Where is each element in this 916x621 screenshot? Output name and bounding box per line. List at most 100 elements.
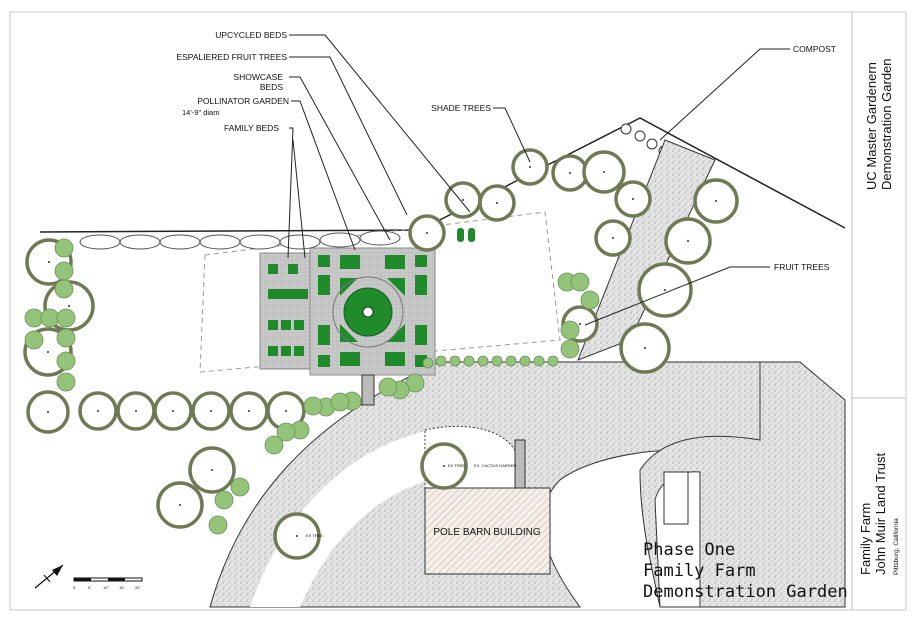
fruit-tree bbox=[505, 355, 517, 367]
label-pollinator-garden: POLLINATOR GARDEN bbox=[197, 96, 289, 106]
label-pole-barn: POLE BARN BUILDING bbox=[433, 527, 540, 538]
fruit-tree bbox=[56, 351, 76, 371]
label-compost: COMPOST bbox=[793, 44, 836, 54]
label-ex-tree-1: EX TREE bbox=[448, 463, 465, 468]
side-site-line3: Pittsburg, California bbox=[893, 518, 900, 575]
tree-center-dot bbox=[426, 232, 428, 234]
fruit-tree bbox=[56, 372, 76, 392]
label-fruit-trees: FRUIT TREES bbox=[774, 262, 830, 272]
side-org-line1: UC Master Gardenern bbox=[864, 62, 879, 190]
fruit-tree bbox=[214, 490, 234, 510]
fruit-tree bbox=[54, 279, 74, 299]
upcycled-beds bbox=[457, 228, 475, 242]
label-ex-tree-2: EX TREE bbox=[306, 533, 323, 538]
tree-center-dot bbox=[644, 347, 646, 349]
gate bbox=[663, 471, 689, 525]
fruit-tree bbox=[435, 355, 447, 367]
scale-bar: 0' 5' 10' 15' 20' bbox=[73, 577, 143, 590]
fruit-tree bbox=[560, 339, 580, 359]
tree-center-dot bbox=[210, 410, 212, 412]
side-org-line2: Demonstration Garden bbox=[879, 58, 894, 190]
fruit-tree bbox=[570, 272, 590, 292]
fruit-tree bbox=[533, 355, 545, 367]
fruit-tree bbox=[449, 355, 461, 367]
fruit-tree bbox=[276, 422, 296, 442]
tree-center-dot bbox=[569, 172, 571, 174]
fruit-tree bbox=[560, 320, 580, 340]
fruit-tree bbox=[56, 328, 76, 348]
tree-center-dot bbox=[179, 504, 181, 506]
tree-center-dot bbox=[443, 465, 445, 467]
fruit-tree bbox=[519, 355, 531, 367]
fruit-tree bbox=[547, 355, 559, 367]
showcase-beds bbox=[318, 255, 427, 367]
scale-tick-15: 15' bbox=[119, 585, 124, 590]
side-site-line2: John Muir Land Trust bbox=[873, 452, 888, 575]
fruit-tree bbox=[54, 238, 74, 258]
tree-center-dot bbox=[529, 166, 531, 168]
fruit-tree bbox=[24, 308, 44, 328]
label-pollinator-diam: 14'-9" diam bbox=[182, 108, 219, 117]
tree-center-dot bbox=[715, 200, 717, 202]
north-arrow-icon bbox=[34, 564, 64, 589]
title-family-farm: Family Farm bbox=[643, 561, 756, 581]
label-family-beds: FAMILY BEDS bbox=[224, 123, 279, 133]
callout-leaders bbox=[287, 34, 790, 326]
tree-center-dot bbox=[664, 289, 666, 291]
fruit-tree bbox=[330, 392, 350, 412]
tree-center-dot bbox=[612, 237, 614, 239]
fruit-tree bbox=[463, 355, 475, 367]
fruit-trees bbox=[24, 238, 600, 535]
side-site-line1: Family Farm bbox=[858, 503, 873, 575]
fruit-tree bbox=[580, 290, 600, 310]
title-phase-one: Phase One bbox=[643, 540, 735, 560]
tree-center-dot bbox=[687, 240, 689, 242]
family-beds bbox=[268, 264, 308, 356]
tree-center-dot bbox=[47, 411, 49, 413]
tree-center-dot bbox=[97, 410, 99, 412]
fruit-tree bbox=[491, 355, 503, 367]
tree-center-dot bbox=[632, 198, 634, 200]
tree-center-dot bbox=[296, 535, 298, 537]
fruit-tree bbox=[303, 396, 323, 416]
tree-center-dot bbox=[48, 261, 50, 263]
barn-lean-to bbox=[514, 439, 526, 489]
tree-center-dot bbox=[68, 305, 70, 307]
fruit-tree bbox=[208, 515, 228, 535]
tree-center-dot bbox=[211, 469, 213, 471]
fruit-tree bbox=[230, 477, 250, 497]
tree-center-dot bbox=[603, 171, 605, 173]
scale-tick-5: 5' bbox=[88, 585, 91, 590]
driveway-inner bbox=[250, 430, 430, 607]
page-frame bbox=[9, 11, 907, 611]
fruit-tree bbox=[477, 355, 489, 367]
fruit-tree bbox=[264, 435, 284, 455]
pole-barn-building bbox=[424, 487, 551, 575]
scale-tick-0: 0' bbox=[73, 585, 76, 590]
tree-center-dot bbox=[579, 323, 581, 325]
fruit-tree bbox=[422, 357, 434, 369]
scale-tick-10: 10' bbox=[103, 585, 108, 590]
espaliered-fruit-trees bbox=[79, 230, 401, 250]
label-espaliered-fruit-trees: ESPALIERED FRUIT TREES bbox=[176, 52, 287, 62]
fruit-tree bbox=[24, 330, 44, 350]
scale-tick-20: 20' bbox=[135, 585, 140, 590]
fruit-tree bbox=[378, 377, 398, 397]
fruit-tree bbox=[40, 308, 60, 328]
fruit-tree bbox=[54, 261, 74, 281]
tree-center-dot bbox=[248, 410, 250, 412]
shade-trees bbox=[23, 148, 739, 560]
label-showcase: SHOWCASE bbox=[233, 72, 283, 82]
title-demonstration-garden: Demonstration Garden bbox=[643, 582, 848, 602]
tree-center-dot bbox=[172, 410, 174, 412]
garden-entry-steps bbox=[361, 374, 375, 406]
pollinator-garden bbox=[332, 276, 404, 348]
tree-center-dot bbox=[285, 410, 287, 412]
tree-center-dot bbox=[462, 199, 464, 201]
fruit-tree bbox=[56, 308, 76, 328]
tree-center-dot bbox=[47, 351, 49, 353]
label-upcycled-beds: UPCYCLED BEDS bbox=[215, 30, 287, 40]
label-beds: BEDS bbox=[260, 82, 283, 92]
label-shade-trees: SHADE TREES bbox=[431, 103, 491, 113]
